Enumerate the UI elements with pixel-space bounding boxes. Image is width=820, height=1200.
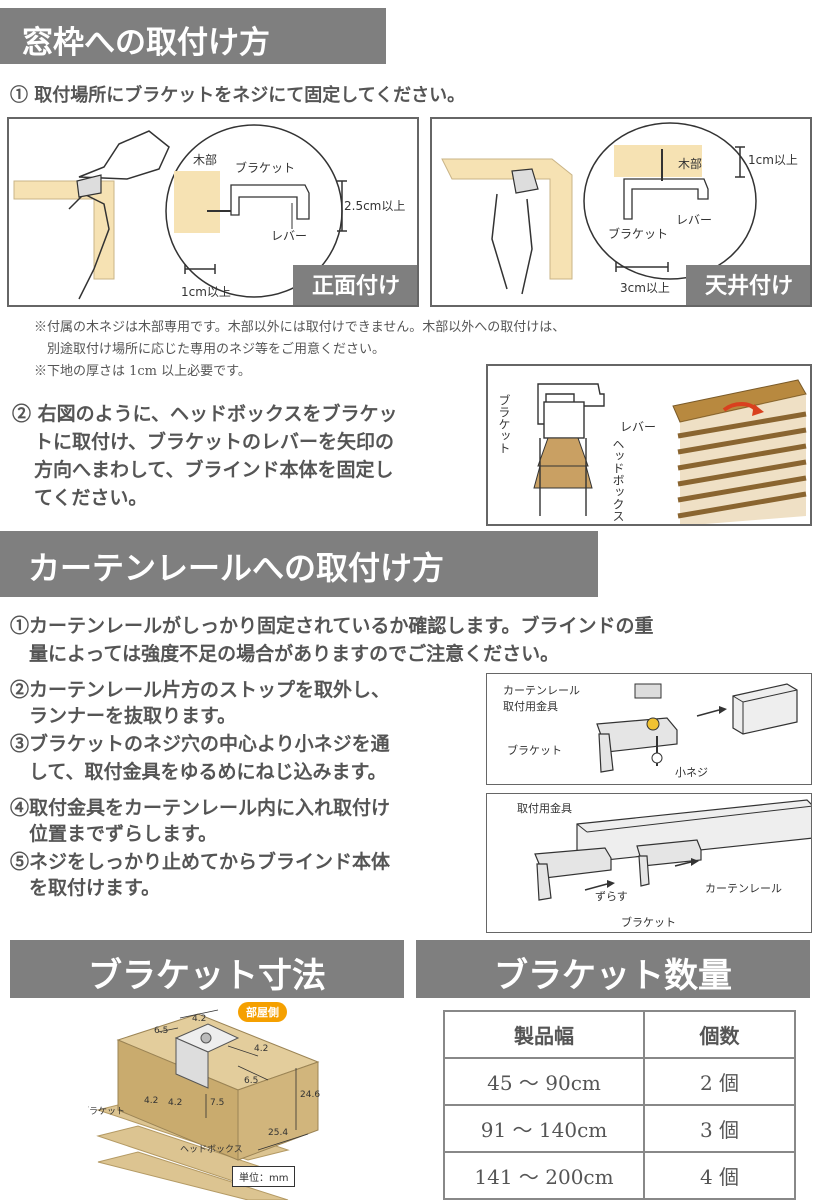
table-row: 91 ～ 140cm 3 個 (443, 1104, 796, 1153)
fig2-bracket-label: ブラケット (497, 394, 511, 454)
ceiling-lever-label: レバー (676, 213, 713, 227)
front-wood-label: 木部 (193, 153, 218, 167)
unit-label: 単位：mm (232, 1166, 296, 1187)
rail-step-3-line-1: ③ブラケットのネジ穴の中心より小ネジを通 (10, 733, 390, 755)
rail-step-1-line-2: 量によっては強度不足の場合がありますのでご注意ください。 (10, 643, 560, 665)
rail-figure-2: 取付用金具 カーテンレール ずらす ブラケット (486, 793, 812, 933)
fig2-lever-label: レバー (620, 420, 657, 434)
header-count: 個数 (643, 1010, 796, 1059)
note-line-1: ※付属の木ネジは木部専用です。木部以外には取付けできません。木部以外への取付けは… (34, 320, 566, 335)
front-dim-height: 2.5cm以上 (344, 199, 406, 213)
rail-fig1-screw-label: 小ネジ (675, 766, 708, 779)
rail-step-2-line-1: ②カーテンレール片方のストップを取外し、 (10, 679, 391, 701)
table-row: 141 ～ 200cm 4 個 (443, 1151, 796, 1200)
step-1-text: ① 取付場所にブラケットをネジにて固定してください。 (10, 85, 466, 106)
rail-figure-1: カーテンレール 取付用金具 ブラケット 小ネジ (486, 673, 812, 785)
front-bracket-label: ブラケット (235, 161, 296, 175)
quantity-title: ブラケット数量 (494, 956, 732, 996)
dim-value-6: 4.2 (168, 1098, 183, 1108)
ceiling-mount-tag: 天井付け (686, 265, 810, 305)
rail-fitting-illustration (596, 683, 798, 773)
note-line-3: ※下地の厚さは 1cm 以上必要です。 (34, 364, 251, 379)
dim-value-4: 6.5 (244, 1076, 259, 1086)
rail-step-5-line-1: ⑤ネジをしっかり止めてからブラインド本体 (10, 851, 391, 873)
dim-value-2: 6.5 (154, 1026, 169, 1036)
rail-fig1-fitting-label: 取付用金具 (503, 700, 558, 713)
rail-fig2-slide-label: ずらす (595, 890, 628, 903)
step-2-line-4: てください。 (34, 487, 148, 509)
dim-value-3: 4.2 (254, 1044, 269, 1054)
step-2-line-3: 方向へまわして、ブラインド本体を固定し (34, 459, 394, 481)
section-title: 窓枠への取付け方 (22, 25, 270, 61)
quantity-table: 製品幅 個数 45 ～ 90cm 2 個 91 ～ 140cm 3 個 141 … (443, 1010, 796, 1200)
ceiling-bracket-label: ブラケット (608, 227, 669, 241)
dim-value-7: 7.5 (210, 1098, 225, 1108)
ceiling-mount-illustration (441, 122, 757, 295)
headbox-figure: ブラケット レバー ヘッドボックス (486, 364, 812, 526)
headbox-illustration (533, 379, 807, 524)
fig2-headbox-label: ヘッドボックス (611, 438, 625, 522)
dim-value-9: 25.4 (268, 1128, 289, 1138)
rail-slide-illustration (534, 799, 811, 901)
dimension-figure: 部屋側 4.2 6.5 4.2 6.5 4.2 4.2 7.5 24.6 25.… (88, 1000, 418, 1200)
table-row: 45 ～ 90cm 2 個 (443, 1057, 796, 1106)
dim-headbox-label: ヘッドボックス (180, 1145, 243, 1155)
rail-fig1-bracket-label: ブラケット (507, 744, 562, 757)
rail-step-4-line-1: ④取付金具をカーテンレール内に入れ取付け (10, 797, 391, 819)
count-cell: 2 個 (643, 1057, 796, 1106)
front-mount-illustration (13, 124, 347, 300)
section-title: カーテンレールへの取付け方 (28, 549, 445, 587)
front-mount-figure: 木部 ブラケット レバー 2.5cm以上 1cm以上 正面付け (7, 117, 419, 307)
step-2-line-2: トに取付け、ブラケットのレバーを矢印の (34, 431, 395, 453)
dim-value-1: 4.2 (192, 1014, 207, 1024)
section-banner-window-frame: 窓枠への取付け方 (0, 8, 386, 64)
table-header-row: 製品幅 個数 (443, 1010, 796, 1059)
rail-step-1-line-1: ①カーテンレールがしっかり固定されているか確認します。ブラインドの重 (10, 615, 654, 637)
ceiling-dim-width: 3cm以上 (620, 281, 670, 295)
width-cell: 45 ～ 90cm (443, 1057, 645, 1106)
rail-step-2-line-2: ランナーを抜取ります。 (10, 705, 237, 727)
front-dim-width: 1cm以上 (181, 285, 231, 299)
dimensions-title: ブラケット寸法 (88, 956, 326, 996)
ceiling-wood-label: 木部 (678, 157, 703, 171)
rail-step-5-line-2: を取付けます。 (10, 877, 161, 899)
front-mount-tag: 正面付け (293, 265, 417, 305)
rail-fig2-fitting-label: 取付用金具 (517, 802, 572, 815)
header-product-width: 製品幅 (443, 1010, 645, 1059)
step-2-line-1: ② 右図のように、ヘッドボックスをブラケッ (12, 403, 398, 425)
rail-step-3-line-2: して、取付金具をゆるめにねじ込みます。 (10, 761, 387, 783)
count-cell: 4 個 (643, 1151, 796, 1200)
dim-value-5: 4.2 (144, 1096, 159, 1106)
room-side-badge: 部屋側 (238, 1002, 287, 1022)
dim-value-8: 24.6 (300, 1090, 321, 1100)
dim-bracket-label: ブラケット (88, 1107, 126, 1117)
count-cell: 3 個 (643, 1104, 796, 1153)
front-lever-label: レバー (271, 229, 308, 243)
rail-fig1-rail-label: カーテンレール (503, 684, 580, 697)
ceiling-dim-height: 1cm以上 (748, 153, 798, 167)
width-cell: 91 ～ 140cm (443, 1104, 645, 1153)
section-banner-curtain-rail: カーテンレールへの取付け方 (0, 531, 598, 597)
note-line-2: 別途取付け場所に応じた専用のネジ等をご用意ください。 (34, 342, 386, 357)
banner-bracket-quantity: ブラケット数量 (416, 940, 810, 998)
width-cell: 141 ～ 200cm (443, 1151, 645, 1200)
rail-fig2-rail-label: カーテンレール (705, 882, 782, 895)
rail-step-4-line-2: 位置までずらします。 (10, 823, 218, 845)
ceiling-mount-figure: 木部 1cm以上 ブラケット レバー 3cm以上 天井付け (430, 117, 812, 307)
rail-fig2-bracket-label: ブラケット (621, 916, 676, 929)
banner-bracket-dimensions: ブラケット寸法 (10, 940, 404, 998)
